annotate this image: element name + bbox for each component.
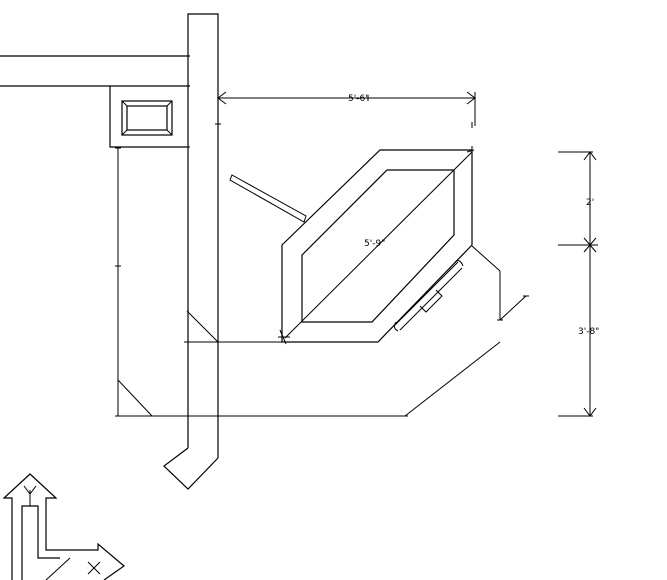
tick-marks (115, 122, 529, 417)
vertical-wall[interactable] (163, 13, 219, 490)
vent-outer-rect (121, 100, 173, 136)
top-width-label: 5'-6" (348, 94, 369, 104)
grab-bar[interactable] (229, 174, 307, 223)
diagonal-label: 5'-9" (364, 239, 385, 249)
right-dimension: 2' 3'-8" (558, 151, 599, 417)
vent-box[interactable] (109, 86, 187, 148)
top-dimension: 5'-6" (217, 91, 476, 126)
right-upper-label: 2' (586, 198, 594, 208)
right-lower-label: 3'-8" (578, 327, 599, 337)
bathtub-outer (281, 149, 473, 343)
bath-faucet[interactable] (393, 260, 464, 332)
horizontal-wall[interactable] (0, 55, 190, 87)
bathtub[interactable] (278, 146, 475, 345)
room-outline[interactable] (117, 148, 527, 417)
bathtub-inner (301, 169, 455, 323)
ucs-axis-icon[interactable] (2, 473, 125, 580)
vent-inner-rect (126, 105, 168, 131)
diagonal-dimension-line (284, 151, 473, 339)
